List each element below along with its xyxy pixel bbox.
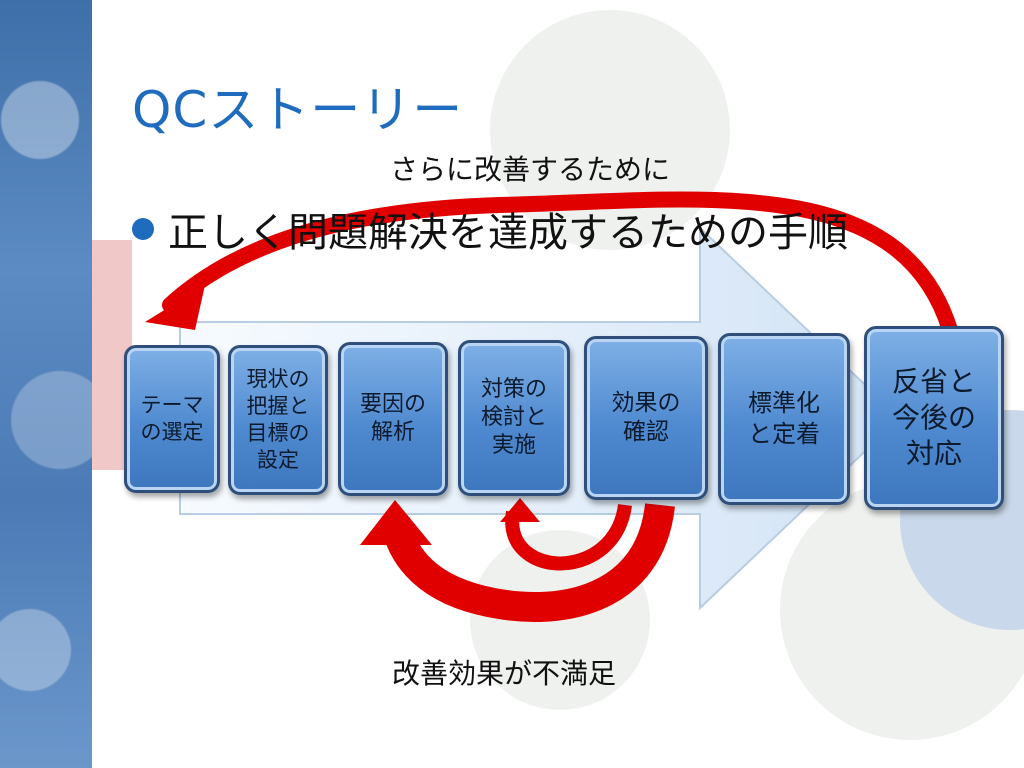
step-box-theme: テーマ の選定 [124, 345, 220, 493]
step-label: 反省と 今後の 対応 [891, 365, 976, 470]
step-box-cause-analysis: 要因の 解析 [338, 342, 448, 496]
bottom-small-loop-arrowhead [500, 498, 540, 522]
bullet-text: 正しく問題解決を達成するための手順 [168, 210, 848, 256]
step-label: 標準化 と定着 [748, 389, 820, 448]
step-box-current-state: 現状の 把握と 目標の 設定 [228, 345, 328, 495]
step-label: テーマ の選定 [140, 393, 204, 444]
step-box-effect-check: 効果の 確認 [584, 336, 708, 500]
bullet-row: 正しく問題解決を達成するための手順 [132, 200, 848, 258]
step-box-standardization: 標準化 と定着 [718, 333, 850, 505]
side-gear-band [0, 0, 92, 768]
step-box-countermeasure: 対策の 検討と 実施 [458, 340, 570, 496]
step-label: 効果の 確認 [611, 389, 681, 445]
step-box-reflection: 反省と 今後の 対応 [864, 326, 1004, 510]
bottom-small-loop-arrow [505, 503, 632, 571]
step-label: 要因の 解析 [359, 391, 426, 445]
top-loop-arrow [162, 191, 958, 338]
slide-title: QCストーリー [132, 81, 464, 139]
top-loop-caption: さらに改善するために [390, 153, 671, 186]
bottom-large-loop-arrow [380, 502, 675, 623]
top-loop-arrowhead [145, 285, 205, 330]
bottom-loop-caption: 改善効果が不満足 [392, 657, 617, 690]
bullet-dot-icon [132, 218, 154, 240]
step-label: 対策の 検討と 実施 [480, 376, 547, 459]
step-label: 現状の 把握と 目標の 設定 [246, 367, 310, 472]
bottom-large-loop-arrowhead [360, 500, 432, 545]
